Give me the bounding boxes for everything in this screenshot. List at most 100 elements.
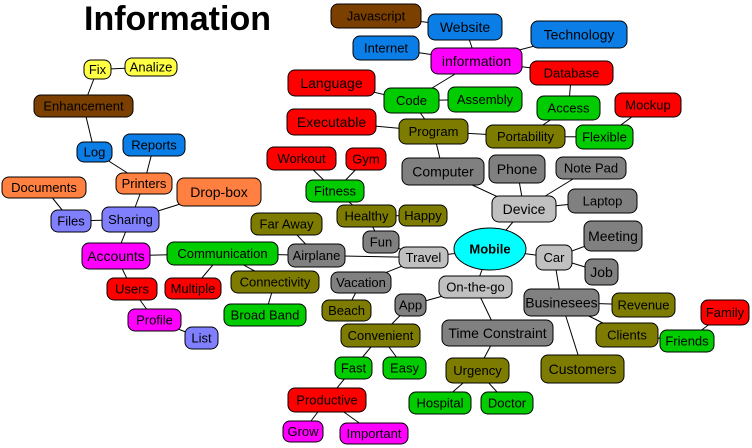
- node-dropbox[interactable]: Drop-box: [176, 177, 262, 207]
- node-easy[interactable]: Easy: [382, 356, 427, 380]
- node-fast[interactable]: Fast: [334, 356, 373, 380]
- node-laptop[interactable]: Laptop: [567, 188, 638, 214]
- node-program[interactable]: Program: [398, 118, 469, 145]
- node-clients[interactable]: Clients: [595, 322, 659, 348]
- node-easy-shape: [382, 356, 427, 380]
- node-friends[interactable]: Friends: [659, 329, 715, 353]
- node-website-label: Website: [440, 19, 491, 35]
- node-happy-shape: [398, 204, 448, 227]
- node-technology-label: Technology: [544, 27, 615, 43]
- node-grow[interactable]: Grow: [282, 420, 324, 443]
- node-notepad[interactable]: Note Pad: [555, 156, 627, 180]
- node-log-shape: [76, 141, 113, 163]
- node-multiple[interactable]: Multiple: [164, 277, 222, 300]
- node-faraway[interactable]: Far Away: [250, 212, 323, 236]
- node-communication[interactable]: Communication: [166, 241, 279, 266]
- node-family[interactable]: Family: [700, 299, 750, 326]
- node-executable[interactable]: Executable: [286, 108, 377, 136]
- node-timeconstraint-shape: [441, 319, 554, 347]
- node-hospital[interactable]: Hospital: [408, 391, 472, 415]
- node-travel[interactable]: Travel: [398, 246, 449, 269]
- node-onthego-label: On-the-go: [446, 280, 505, 295]
- node-accounts[interactable]: Accounts: [81, 242, 151, 270]
- node-broadband[interactable]: Broad Band: [223, 303, 307, 327]
- diagram-title: Information: [84, 0, 271, 38]
- node-urgency-shape: [445, 357, 510, 384]
- node-device[interactable]: Device: [491, 195, 557, 223]
- node-connectivity-label: Connectivity: [240, 275, 311, 290]
- node-clients-label: Clients: [607, 328, 647, 343]
- node-businesses[interactable]: Businesees: [523, 288, 600, 317]
- node-app[interactable]: App: [394, 293, 427, 317]
- node-documents[interactable]: Documents: [1, 176, 87, 199]
- node-profile[interactable]: Profile: [127, 308, 182, 332]
- node-fix[interactable]: Fix: [83, 59, 112, 80]
- node-productive[interactable]: Productive: [287, 387, 367, 413]
- node-happy[interactable]: Happy: [398, 204, 448, 227]
- node-analize-label: Analize: [130, 60, 173, 75]
- node-fun[interactable]: Fun: [362, 230, 400, 254]
- node-vacation[interactable]: Vacation: [330, 271, 392, 294]
- node-database-shape: [529, 60, 614, 86]
- node-connectivity[interactable]: Connectivity: [230, 270, 320, 294]
- node-sharing-shape: [101, 206, 160, 233]
- node-portability[interactable]: Portability: [485, 124, 566, 149]
- node-reports[interactable]: Reports: [122, 133, 186, 157]
- node-language[interactable]: Language: [287, 69, 376, 97]
- node-car[interactable]: Car: [535, 244, 573, 271]
- node-revenue-shape: [611, 292, 676, 318]
- node-gym-label: Gym: [352, 152, 379, 167]
- node-fitness[interactable]: Fitness: [305, 179, 365, 203]
- node-phone[interactable]: Phone: [488, 154, 546, 184]
- node-list[interactable]: List: [184, 326, 219, 350]
- node-mobile[interactable]: Mobile: [453, 227, 527, 271]
- node-convenient[interactable]: Convenient: [340, 323, 421, 348]
- node-flexible[interactable]: Flexible: [575, 124, 634, 150]
- node-javascript[interactable]: Javascript: [330, 3, 422, 29]
- node-beach[interactable]: Beach: [321, 299, 372, 322]
- node-timeconstraint[interactable]: Time Constraint: [441, 319, 554, 347]
- node-vacation-shape: [330, 271, 392, 294]
- node-enhancement[interactable]: Enhancement: [33, 94, 134, 118]
- node-code[interactable]: Code: [383, 87, 440, 114]
- node-log[interactable]: Log: [76, 141, 113, 163]
- node-workout[interactable]: Workout: [266, 146, 337, 171]
- node-productive-label: Productive: [296, 393, 357, 408]
- node-airplane[interactable]: Airplane: [287, 243, 346, 268]
- node-information-shape: [430, 47, 523, 75]
- node-healthy[interactable]: Healthy: [336, 204, 397, 228]
- node-customers[interactable]: Customers: [540, 354, 625, 384]
- node-users[interactable]: Users: [106, 277, 158, 301]
- node-onthego[interactable]: On-the-go: [438, 275, 513, 299]
- node-access-label: Access: [548, 101, 590, 116]
- node-technology[interactable]: Technology: [530, 20, 628, 49]
- node-printers[interactable]: Printers: [115, 172, 173, 195]
- node-sharing[interactable]: Sharing: [101, 206, 160, 233]
- node-database[interactable]: Database: [529, 60, 614, 86]
- node-gym[interactable]: Gym: [345, 147, 387, 171]
- node-computer[interactable]: Computer: [401, 157, 485, 186]
- node-important[interactable]: Important: [339, 422, 409, 445]
- node-broadband-shape: [223, 303, 307, 327]
- node-job[interactable]: Job: [584, 258, 619, 286]
- node-revenue[interactable]: Revenue: [611, 292, 676, 318]
- node-website[interactable]: Website: [427, 13, 503, 41]
- node-mockup[interactable]: Mockup: [614, 92, 682, 118]
- node-beach-shape: [321, 299, 372, 322]
- node-information[interactable]: information: [430, 47, 523, 75]
- node-access[interactable]: Access: [536, 95, 601, 121]
- node-assembly[interactable]: Assembly: [447, 86, 523, 113]
- node-workout-label: Workout: [277, 151, 326, 166]
- node-analize[interactable]: Analize: [124, 57, 178, 77]
- node-doctor[interactable]: Doctor: [480, 391, 534, 415]
- node-meeting[interactable]: Meeting: [583, 220, 643, 252]
- node-urgency[interactable]: Urgency: [445, 357, 510, 384]
- node-users-shape: [106, 277, 158, 301]
- node-reports-label: Reports: [131, 138, 177, 153]
- node-important-shape: [339, 422, 409, 445]
- node-files[interactable]: Files: [50, 209, 92, 233]
- node-executable-label: Executable: [297, 114, 366, 130]
- node-dropbox-label: Drop-box: [190, 184, 248, 200]
- node-internet[interactable]: Internet: [352, 35, 420, 61]
